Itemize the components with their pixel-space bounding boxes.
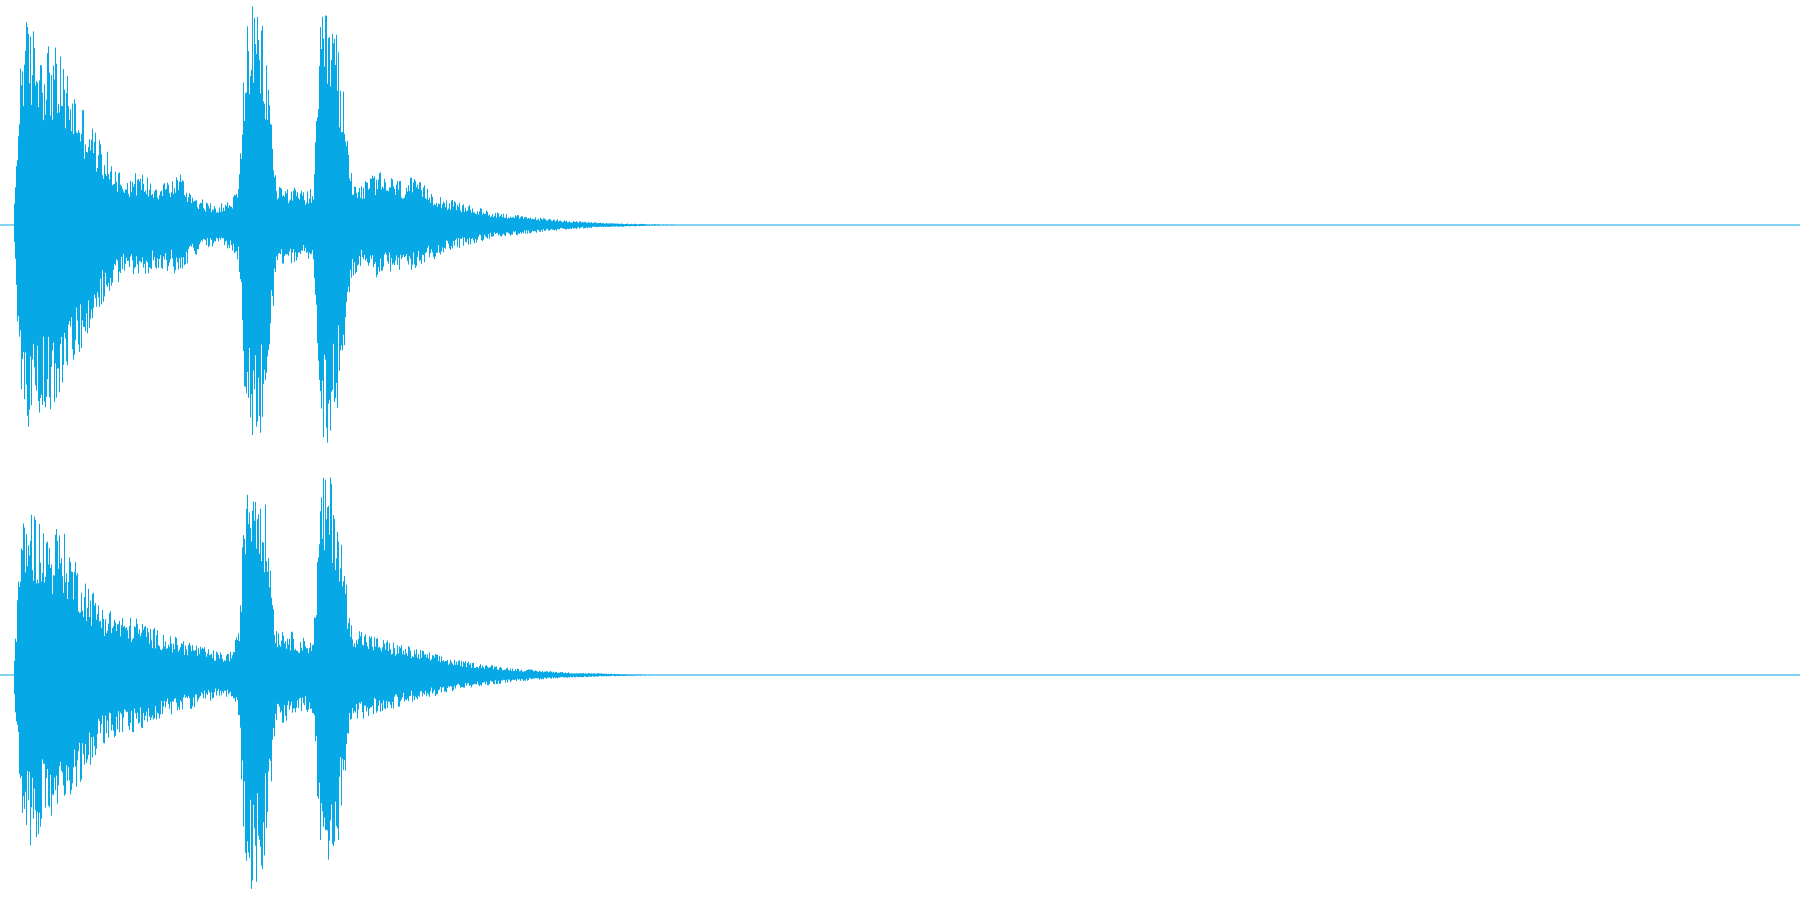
waveform-samples <box>14 477 700 889</box>
waveform-channel-1[interactable] <box>0 6 1800 443</box>
waveform-samples <box>14 6 730 443</box>
waveform-channel-2[interactable] <box>0 477 1800 889</box>
